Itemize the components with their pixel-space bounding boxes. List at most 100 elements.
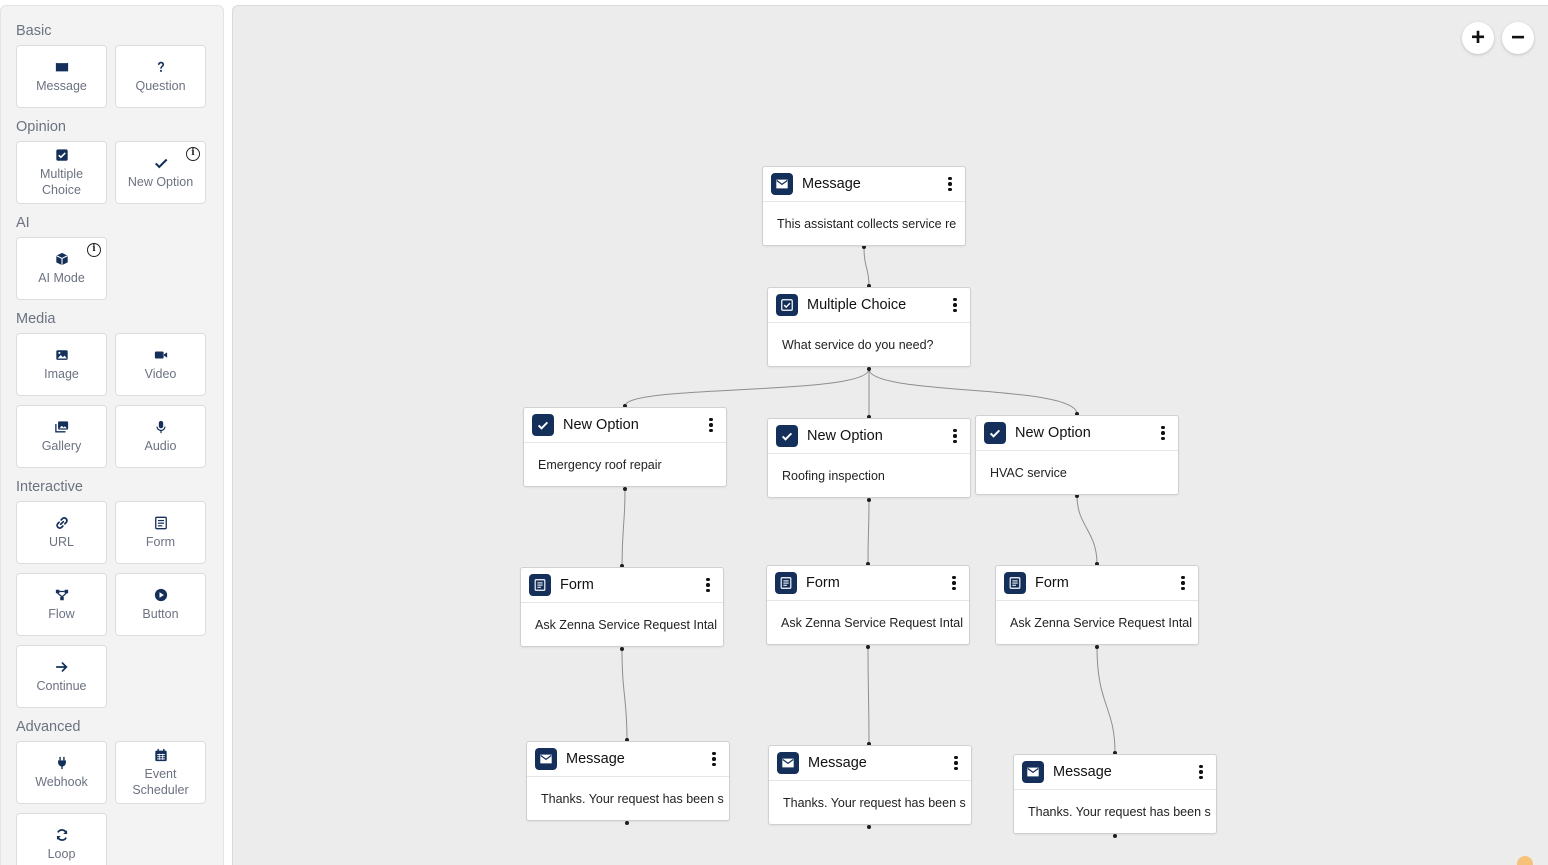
checkmark-icon bbox=[532, 414, 554, 436]
node-title: Form bbox=[1035, 575, 1069, 591]
node-title: New Option bbox=[807, 428, 883, 444]
video-camera-icon bbox=[153, 347, 169, 363]
node-title: Message bbox=[802, 176, 861, 192]
envelope-icon bbox=[1022, 761, 1044, 783]
section-advanced: Advanced bbox=[16, 719, 81, 735]
edge-form1-to-msg1 bbox=[621, 648, 628, 741]
node-menu-icon[interactable] bbox=[947, 575, 961, 591]
palette-url[interactable]: URL bbox=[16, 501, 107, 564]
checkmark-icon bbox=[153, 155, 169, 171]
node-option-2[interactable]: New Option Roofing inspection bbox=[767, 418, 971, 498]
edge-form2-to-msg2 bbox=[867, 646, 870, 745]
node-body: Roofing inspection bbox=[782, 469, 885, 483]
checkbox-icon bbox=[54, 147, 70, 163]
edge-opt2-to-form2 bbox=[867, 499, 870, 565]
node-option-3[interactable]: New Option HVAC service bbox=[975, 415, 1179, 495]
palette-flow[interactable]: Flow bbox=[16, 573, 107, 636]
node-menu-icon[interactable] bbox=[1156, 425, 1170, 441]
node-title: New Option bbox=[563, 417, 639, 433]
palette-webhook[interactable]: Webhook bbox=[16, 741, 107, 804]
section-opinion: Opinion bbox=[16, 119, 66, 135]
form-icon bbox=[775, 572, 797, 594]
node-message-1[interactable]: Message Thanks. Your request has been s bbox=[526, 741, 730, 821]
envelope-icon bbox=[54, 59, 70, 75]
envelope-icon bbox=[535, 748, 557, 770]
edge-mc-to-opt3 bbox=[868, 368, 1078, 415]
envelope-icon bbox=[777, 752, 799, 774]
form-icon bbox=[153, 515, 169, 531]
node-message-2[interactable]: Message Thanks. Your request has been s bbox=[768, 745, 972, 825]
microphone-icon bbox=[153, 419, 169, 435]
node-form-1[interactable]: Form Ask Zenna Service Request Intal bbox=[520, 567, 724, 647]
node-body: Thanks. Your request has been s bbox=[783, 796, 966, 810]
palette-gallery[interactable]: Gallery bbox=[16, 405, 107, 468]
palette-button[interactable]: Button bbox=[115, 573, 206, 636]
node-body: Ask Zenna Service Request Intal bbox=[1010, 616, 1193, 630]
node-title: New Option bbox=[1015, 425, 1091, 441]
info-icon[interactable]: i bbox=[87, 243, 101, 257]
node-body: Ask Zenna Service Request Intal bbox=[781, 616, 964, 630]
node-menu-icon[interactable] bbox=[704, 417, 718, 433]
node-menu-icon[interactable] bbox=[1176, 575, 1190, 591]
palette-image[interactable]: Image bbox=[16, 333, 107, 396]
edge-opt3-to-form3 bbox=[1076, 495, 1098, 565]
cube-icon bbox=[54, 251, 70, 267]
node-menu-icon[interactable] bbox=[1194, 764, 1208, 780]
node-menu-icon[interactable] bbox=[701, 577, 715, 593]
section-basic: Basic bbox=[16, 23, 52, 39]
palette-loop[interactable]: Loop bbox=[16, 813, 107, 865]
palette-question[interactable]: Question bbox=[115, 45, 206, 108]
palette-form[interactable]: Form bbox=[115, 501, 206, 564]
zoom-out-button[interactable]: − bbox=[1502, 22, 1534, 54]
palette-continue[interactable]: Continue bbox=[16, 645, 107, 708]
node-option-1[interactable]: New Option Emergency roof repair bbox=[523, 407, 727, 487]
node-title: Form bbox=[806, 575, 840, 591]
node-title: Message bbox=[808, 755, 867, 771]
edge-form3-to-msg3 bbox=[1096, 646, 1116, 754]
node-menu-icon[interactable] bbox=[948, 297, 962, 313]
node-message-intro[interactable]: Message This assistant collects service … bbox=[762, 166, 966, 246]
zoom-in-button[interactable]: + bbox=[1462, 22, 1494, 54]
section-ai: AI bbox=[16, 215, 30, 231]
palette-message[interactable]: Message bbox=[16, 45, 107, 108]
palette-event-scheduler[interactable]: Event Scheduler bbox=[115, 741, 206, 804]
calendar-icon bbox=[153, 747, 169, 763]
image-icon bbox=[54, 347, 70, 363]
info-icon[interactable]: i bbox=[186, 147, 200, 161]
palette-new-option[interactable]: i New Option bbox=[115, 141, 206, 204]
question-mark-icon bbox=[153, 59, 169, 75]
node-menu-icon[interactable] bbox=[943, 176, 957, 192]
node-multiple-choice[interactable]: Multiple Choice What service do you need… bbox=[767, 287, 971, 367]
node-message-3[interactable]: Message Thanks. Your request has been s bbox=[1013, 754, 1217, 834]
section-interactive: Interactive bbox=[16, 479, 83, 495]
node-body: This assistant collects service re bbox=[777, 217, 957, 231]
node-menu-icon[interactable] bbox=[707, 751, 721, 767]
section-media: Media bbox=[16, 311, 56, 327]
palette-ai-mode[interactable]: i AI Mode bbox=[16, 237, 107, 300]
node-body: Thanks. Your request has been s bbox=[1028, 805, 1211, 819]
palette-audio[interactable]: Audio bbox=[115, 405, 206, 468]
checkmark-icon bbox=[984, 422, 1006, 444]
node-body: Ask Zenna Service Request Intal bbox=[535, 618, 718, 632]
form-icon bbox=[1004, 572, 1026, 594]
palette-video[interactable]: Video bbox=[115, 333, 206, 396]
form-icon bbox=[529, 574, 551, 596]
node-menu-icon[interactable] bbox=[948, 428, 962, 444]
node-body: Thanks. Your request has been s bbox=[541, 792, 724, 806]
palette-multiple-choice[interactable]: Multiple Choice bbox=[16, 141, 107, 204]
node-menu-icon[interactable] bbox=[949, 755, 963, 771]
envelope-icon bbox=[771, 173, 793, 195]
node-form-3[interactable]: Form Ask Zenna Service Request Intal bbox=[995, 565, 1199, 645]
help-widget-icon[interactable] bbox=[1517, 856, 1533, 865]
play-circle-icon bbox=[153, 587, 169, 603]
node-form-2[interactable]: Form Ask Zenna Service Request Intal bbox=[766, 565, 970, 645]
gallery-icon bbox=[54, 419, 70, 435]
flow-canvas[interactable]: + − Message This assistant collects serv… bbox=[232, 5, 1548, 865]
arrow-right-icon bbox=[54, 659, 70, 675]
flow-icon bbox=[54, 587, 70, 603]
node-body: HVAC service bbox=[990, 466, 1067, 480]
edge-intro-to-mc bbox=[863, 246, 870, 287]
node-title: Message bbox=[1053, 764, 1112, 780]
checkmark-icon bbox=[776, 425, 798, 447]
node-title: Multiple Choice bbox=[807, 297, 907, 313]
